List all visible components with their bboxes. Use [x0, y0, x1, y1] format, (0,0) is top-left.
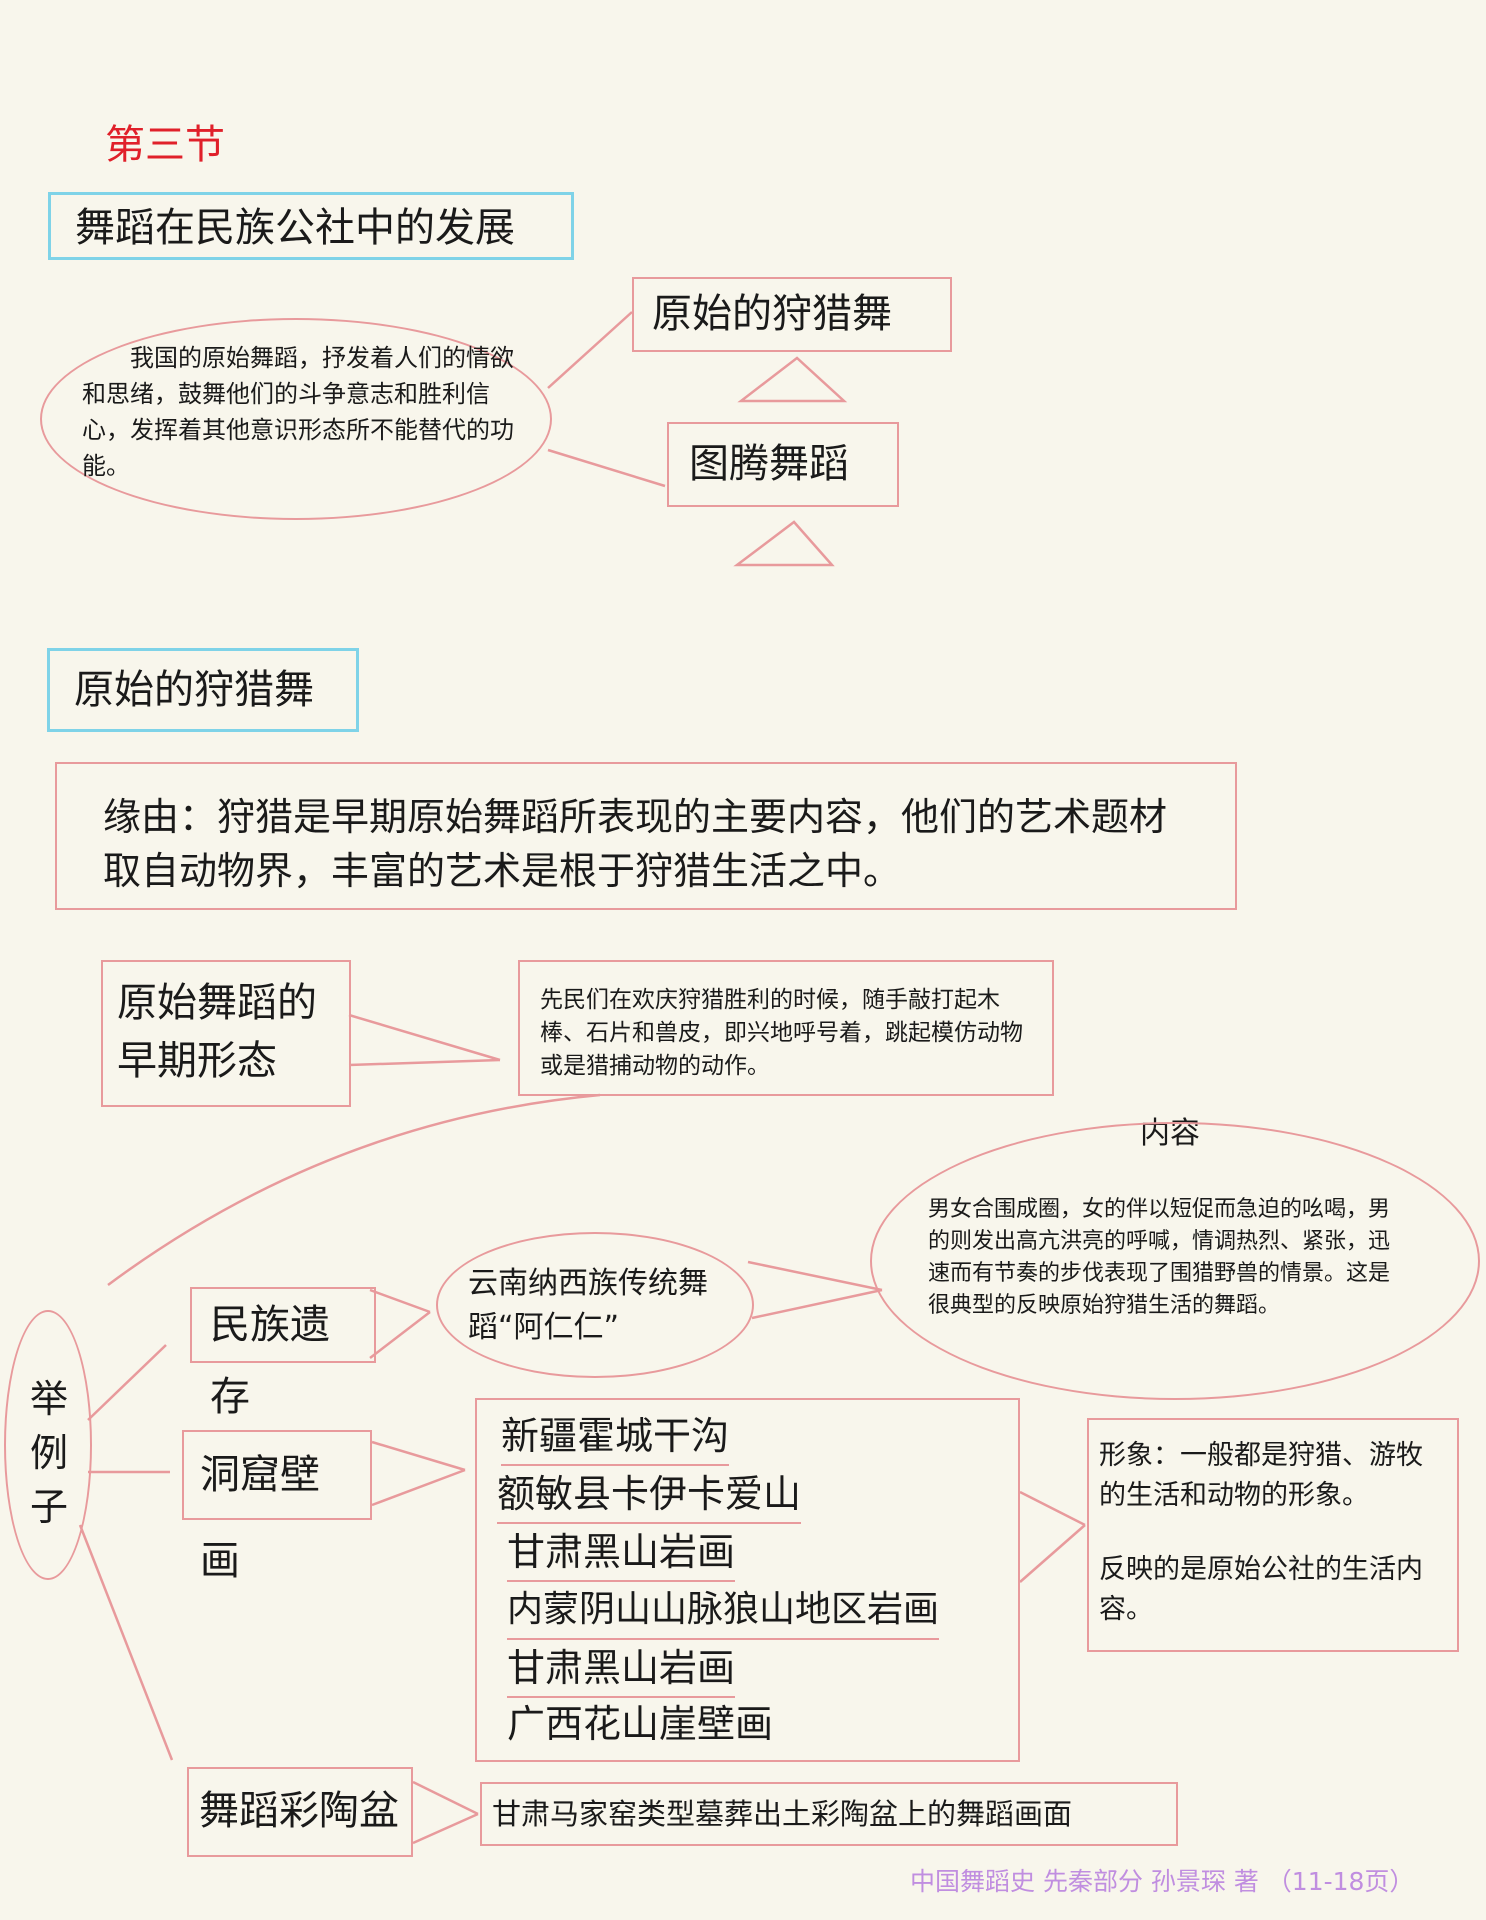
- topic1-ellipse-text: 我国的原始舞蹈，抒发着人们的情欲和思绪，鼓舞他们的斗争意志和胜利信心，发挥着其他…: [82, 344, 514, 480]
- cave-item: 广西花山崖壁画: [507, 1702, 774, 1746]
- cave-notes-box: 形象：一般都是狩猎、游牧的生活和动物的形象。 反映的是原始公社的生活内容。: [1087, 1418, 1459, 1652]
- curve-examples-to-early: [107, 1093, 601, 1287]
- topic2-title: 原始的狩猎舞: [47, 648, 359, 732]
- box-hunting-dance: 原始的狩猎舞: [632, 277, 952, 352]
- ethnic-dance-text: 云南纳西族传统舞蹈“阿仁仁”: [468, 1266, 708, 1345]
- topic1-title: 舞蹈在民族公社中的发展: [48, 192, 574, 260]
- cave-list-box: 新疆霍城干沟 额敏县卡伊卡爱山 甘肃黑山岩画 内蒙阴山山脉狼山地区岩画 甘肃黑山…: [475, 1398, 1020, 1762]
- box-totem-dance: 图腾舞蹈: [667, 422, 899, 507]
- footer-citation: 中国舞蹈史 先秦部分 孙景琛 著 （11-18页）: [910, 1867, 1415, 1896]
- cave-item: 额敏县卡伊卡爱山: [497, 1466, 802, 1524]
- content-ellipse: 男女合围成圈，女的伴以短促而急迫的吆喝，男的则发出高亢洪亮的呼喊，情调热烈、紧张…: [870, 1122, 1480, 1400]
- arrow-notes-top: [1019, 1490, 1086, 1527]
- early-form-text: 先民们在欢庆狩猎胜利的时候，随手敲打起木棒、石片和兽皮，即兴地呼号着，跳起模仿动…: [518, 960, 1054, 1096]
- arrow-notes-bottom: [1019, 1524, 1086, 1583]
- arrow-content-bottom: [751, 1288, 883, 1320]
- arrow-pottery-top: [412, 1780, 479, 1816]
- examples-ellipse: 举例子: [4, 1310, 92, 1580]
- cave-note-reflect: 反映的是原始公社的生活内容。: [1099, 1554, 1423, 1625]
- pottery-label: 舞蹈彩陶盆: [187, 1767, 413, 1857]
- cave-item: 甘肃黑山岩画: [507, 1524, 736, 1582]
- arrow-cave-bottom: [371, 1468, 466, 1507]
- triangle-up-2: [733, 520, 835, 567]
- arrow-ethnic-bottom: [369, 1311, 431, 1359]
- triangle-up-1: [737, 356, 848, 403]
- pottery-text: 甘肃马家窑类型墓葬出土彩陶盆上的舞蹈画面: [480, 1782, 1178, 1846]
- arrow-ethnic-top: [369, 1288, 431, 1314]
- cave-label: 洞窟壁画: [182, 1430, 372, 1584]
- cave-item: 内蒙阴山山脉狼山地区岩画: [507, 1582, 940, 1640]
- connector-to-ethnic: [87, 1344, 167, 1421]
- reason-box: 缘由：狩猎是早期原始舞蹈所表现的主要内容，他们的艺术题材取自动物界，丰富的艺术是…: [55, 762, 1237, 910]
- connector-to-totem: [547, 448, 666, 488]
- cave-note-image: 形象：一般都是狩猎、游牧的生活和动物的形象。: [1099, 1440, 1423, 1511]
- arrow-content-top: [747, 1260, 883, 1292]
- cave-item: 甘肃黑山岩画: [507, 1640, 736, 1698]
- arrow-cave-top: [371, 1440, 466, 1472]
- arrow-early-top: [348, 1013, 501, 1062]
- arrow-early-bottom: [348, 1058, 501, 1067]
- section-label: 第三节: [105, 122, 225, 168]
- ethnic-dance-ellipse: 云南纳西族传统舞蹈“阿仁仁”: [436, 1232, 754, 1378]
- ethnic-label: 民族遗存: [190, 1287, 376, 1420]
- examples-label: 举例子: [30, 1377, 69, 1529]
- early-form-label: 原始舞蹈的早期形态: [101, 960, 351, 1107]
- topic1-ellipse: 我国的原始舞蹈，抒发着人们的情欲和思绪，鼓舞他们的斗争意志和胜利信心，发挥着其他…: [40, 318, 552, 520]
- connector-to-pottery: [78, 1524, 174, 1761]
- arrow-pottery-bottom: [412, 1812, 479, 1845]
- content-text: 男女合围成圈，女的伴以短促而急迫的吆喝，男的则发出高亢洪亮的呼喊，情调热烈、紧张…: [928, 1197, 1391, 1318]
- connector-to-hunting: [547, 311, 633, 389]
- cave-item: 新疆霍城干沟: [501, 1408, 730, 1466]
